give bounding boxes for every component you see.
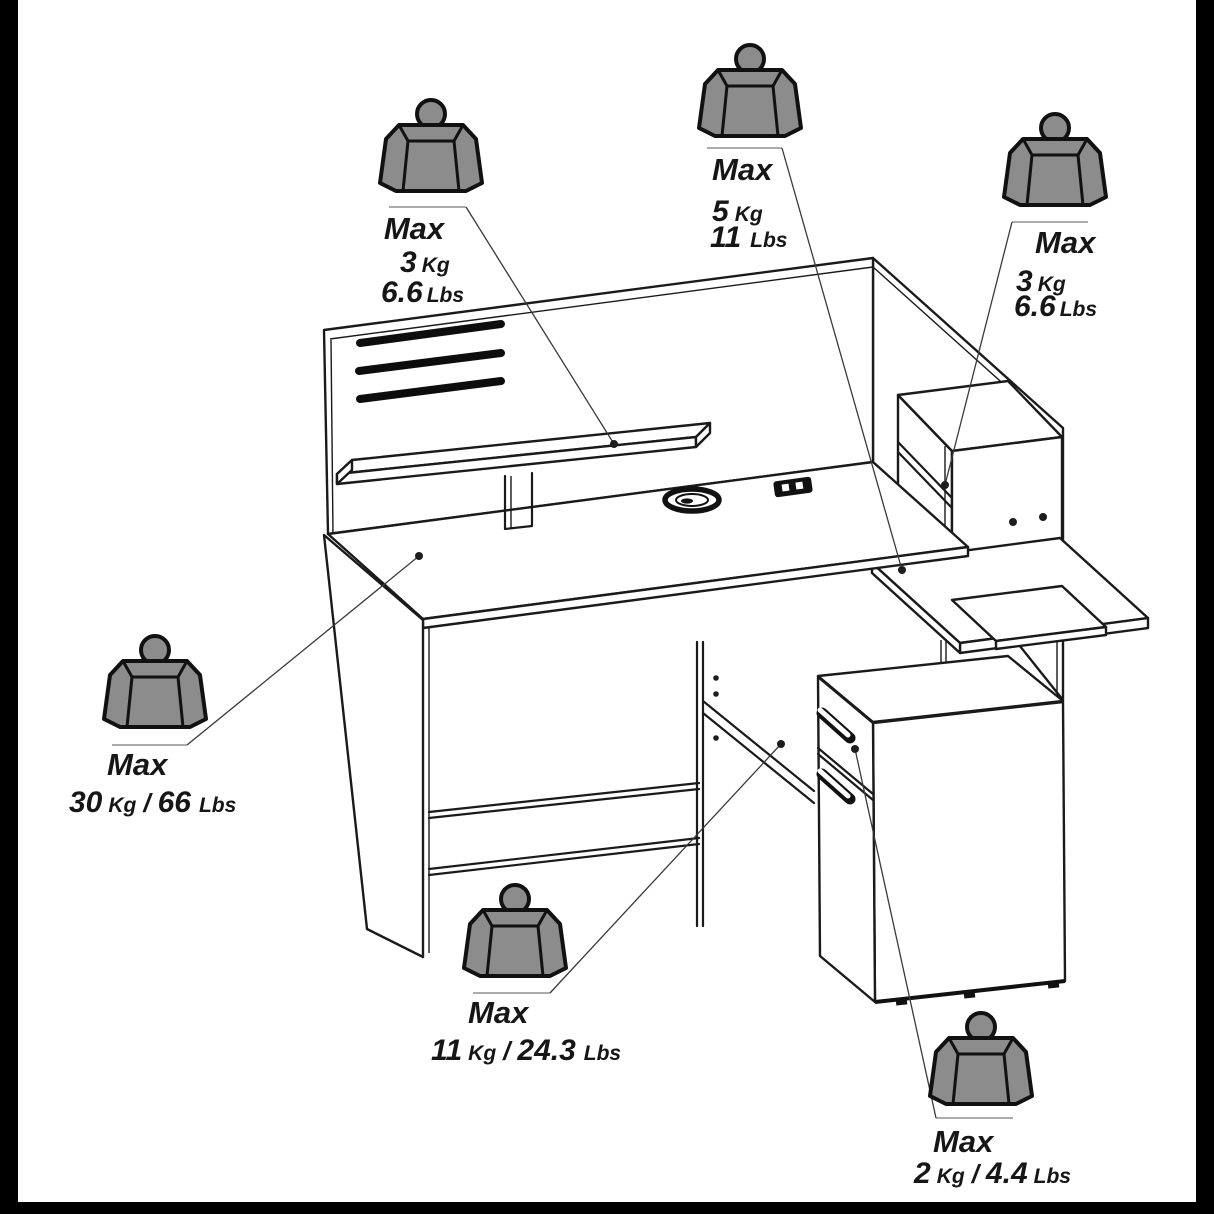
leader-line	[186, 555, 420, 746]
shelf-end-cap	[694, 421, 712, 449]
cabinet-front	[816, 675, 877, 1004]
power-outlet	[773, 476, 813, 498]
max-label: Max	[384, 211, 446, 246]
desk-drawing	[322, 256, 1150, 1006]
edge-line	[329, 266, 874, 340]
cabinet-side	[871, 700, 1067, 1004]
under-desk-rails	[427, 781, 701, 877]
anchor-dot	[898, 566, 906, 574]
under-desk-shelf-unit	[695, 640, 816, 928]
back-panel-rail	[356, 320, 505, 347]
leader-line	[781, 147, 903, 571]
anchor-dot	[777, 740, 785, 748]
leader-lines	[112, 147, 1088, 1119]
pedestal-side	[322, 533, 425, 959]
leader-line	[549, 743, 782, 994]
leader-line	[944, 221, 1013, 486]
cable-grommet	[662, 486, 722, 514]
left-pedestal	[322, 533, 430, 959]
anchor-dot	[941, 481, 949, 489]
middle-shelf	[701, 699, 816, 805]
edge-line	[330, 339, 334, 536]
max-label: Max	[468, 995, 530, 1030]
max-label: Max	[107, 747, 169, 782]
door-handle	[816, 768, 856, 805]
cabinet-bottom-edge	[874, 979, 1066, 1004]
cam-hole	[1039, 513, 1047, 521]
hutch-shelf-edge	[896, 440, 954, 510]
back-panel-rail	[356, 377, 505, 403]
shelf-pin-hole	[713, 675, 719, 681]
shelf-end-cap	[335, 458, 354, 486]
shelf-support	[503, 471, 534, 531]
cabinet-foot	[895, 998, 908, 1006]
monitor-shelf	[335, 421, 712, 531]
letterbox-bar-right	[1196, 0, 1214, 1214]
max-label: Max	[933, 1124, 995, 1159]
letterbox-bar-left	[0, 0, 18, 1214]
max-label: Max	[712, 152, 774, 187]
return-desktop	[870, 536, 1150, 690]
leader-line	[465, 206, 615, 445]
anchor-dot	[610, 440, 618, 448]
drawer-cabinet	[816, 654, 1067, 1006]
rear-rail	[427, 836, 701, 877]
letterbox-bar-bottom	[0, 1202, 1214, 1214]
hutch-base-shelf-edge	[994, 625, 1108, 651]
shelf-pin-hole	[713, 691, 719, 697]
anchor-dot	[415, 552, 423, 560]
drawer-handle	[816, 707, 856, 744]
leader-line	[854, 748, 937, 1119]
divider-panel	[695, 640, 705, 928]
cam-hole	[1009, 518, 1017, 526]
cabinet-foot	[963, 991, 976, 999]
anchor-dot	[851, 745, 859, 753]
main-desktop	[326, 460, 970, 630]
shelf-pin-hole	[713, 735, 719, 741]
rear-rail	[427, 781, 701, 820]
max-label: Max	[1035, 225, 1097, 260]
back-panel-rail	[355, 349, 505, 375]
cabinet-foot	[1047, 981, 1060, 989]
